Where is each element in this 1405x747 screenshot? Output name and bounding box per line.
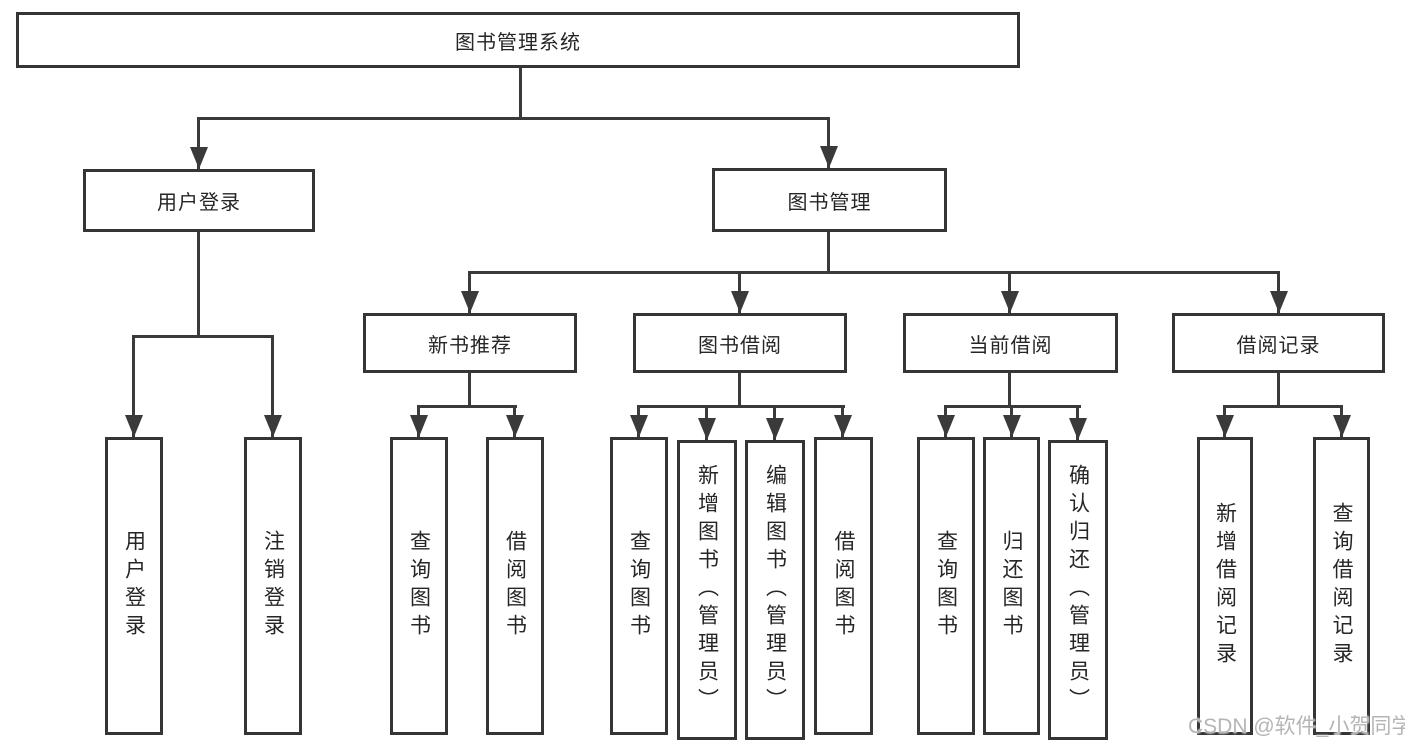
node-label: 编辑图书（管理员） xyxy=(763,464,787,716)
arrow-to-add-record xyxy=(1215,405,1234,437)
arrow-to-add-book xyxy=(697,405,716,440)
arrow-to-query-book-1 xyxy=(409,405,428,437)
arrow-to-new-book-recommend xyxy=(460,271,479,313)
trunk-current-borrow xyxy=(1008,373,1011,408)
arrow-to-current-borrow xyxy=(1000,271,1019,313)
arrow-to-query-record xyxy=(1332,405,1351,437)
node-label: 图书借阅 xyxy=(698,334,782,357)
arrow-to-query-book-3 xyxy=(936,405,955,437)
arrow-to-return-book xyxy=(1002,405,1021,437)
node-label: 当前借阅 xyxy=(968,334,1053,357)
arrow-to-confirm-return xyxy=(1068,405,1087,440)
leaf-add-book-admin: 新增图书（管理员） xyxy=(677,440,737,740)
node-current-borrow: 当前借阅 xyxy=(903,313,1118,373)
branch-book-management xyxy=(468,271,1280,274)
leaf-logout: 注销登录 xyxy=(244,437,302,735)
branch-user-login xyxy=(132,335,274,338)
node-label: 查询图书 xyxy=(934,530,958,642)
arrow-to-borrow-book-1 xyxy=(505,405,524,437)
node-label: 归还图书 xyxy=(1000,530,1023,642)
arrow-to-user-login-leaf xyxy=(124,335,143,437)
node-label: 借阅图书 xyxy=(503,530,527,642)
node-book-management: 图书管理 xyxy=(712,168,947,232)
trunk-user-login xyxy=(197,232,200,338)
node-label: 查询借阅记录 xyxy=(1330,502,1353,670)
node-label: 借阅图书 xyxy=(832,530,855,642)
arrow-to-user-login xyxy=(189,117,208,169)
leaf-confirm-return-admin: 确认归还（管理员） xyxy=(1048,440,1108,740)
leaf-add-borrow-record: 新增借阅记录 xyxy=(1197,437,1253,735)
node-label: 注销登录 xyxy=(261,530,285,642)
node-new-book-recommend: 新书推荐 xyxy=(363,313,577,373)
leaf-query-borrow-record: 查询借阅记录 xyxy=(1313,437,1370,735)
node-label: 查询图书 xyxy=(407,530,431,642)
trunk-new-book-recommend xyxy=(468,373,471,408)
node-label: 用户登录 xyxy=(157,192,241,214)
node-label: 新增图书（管理员） xyxy=(695,464,719,716)
leaf-borrow-book-2: 借阅图书 xyxy=(814,437,873,735)
leaf-borrow-book-1: 借阅图书 xyxy=(486,437,544,735)
branch-new-book-recommend xyxy=(417,405,517,408)
arrow-to-book-borrow xyxy=(730,271,749,313)
node-label: 用户登录 xyxy=(122,530,146,642)
node-library-management-system: 图书管理系统 xyxy=(16,12,1020,68)
arrow-to-book-management xyxy=(819,117,838,168)
leaf-query-book-1: 查询图书 xyxy=(390,437,448,735)
trunk-book-borrow xyxy=(738,373,741,408)
trunk-book-management xyxy=(827,232,830,274)
node-label: 查询图书 xyxy=(627,530,651,642)
node-label: 确认归还（管理员） xyxy=(1066,464,1090,716)
arrow-to-edit-book xyxy=(765,405,784,440)
arrow-to-borrow-book-2 xyxy=(833,405,852,437)
csdn-watermark: CSDN @软件_小贺同学 xyxy=(1188,715,1405,738)
arrow-to-borrow-records xyxy=(1269,271,1288,313)
branch-book-borrow xyxy=(637,405,845,408)
leaf-edit-book-admin: 编辑图书（管理员） xyxy=(745,440,805,740)
arrow-to-logout-leaf xyxy=(263,335,282,437)
node-label: 新增借阅记录 xyxy=(1213,502,1237,670)
leaf-user-login: 用户登录 xyxy=(105,437,163,735)
arrow-to-query-book-2 xyxy=(629,405,648,437)
node-label: 新书推荐 xyxy=(428,334,512,357)
leaf-query-book-3: 查询图书 xyxy=(917,437,975,735)
trunk-borrow-records xyxy=(1277,373,1280,408)
leaf-return-book: 归还图书 xyxy=(983,437,1040,735)
node-book-borrow: 图书借阅 xyxy=(633,313,847,373)
node-label: 借阅记录 xyxy=(1236,334,1321,357)
node-label: 图书管理 xyxy=(787,191,872,214)
node-borrow-records: 借阅记录 xyxy=(1172,313,1385,373)
leaf-query-book-2: 查询图书 xyxy=(610,437,668,735)
node-user-login: 用户登录 xyxy=(83,169,315,232)
node-label: 图书管理系统 xyxy=(455,31,581,54)
branch-root xyxy=(197,117,830,120)
trunk-root xyxy=(519,68,522,118)
branch-borrow-records xyxy=(1223,405,1343,408)
